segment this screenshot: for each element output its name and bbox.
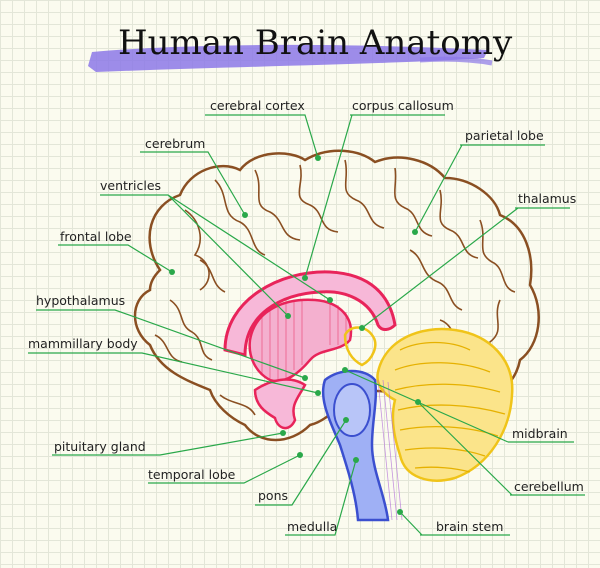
label-cerebrum: cerebrum: [145, 136, 205, 151]
leader-dots: [169, 155, 421, 515]
diagram-title: Human Brain Anatomy: [118, 23, 513, 63]
title-highlight-streak: [419, 56, 493, 66]
label-brain-stem: brain stem: [436, 519, 503, 534]
title-highlight: [88, 44, 488, 72]
label-pons: pons: [258, 488, 288, 503]
gyri-folds: [154, 159, 516, 416]
label-ventricles: ventricles: [100, 178, 161, 193]
label-corpus-callosum: corpus callosum: [352, 98, 454, 113]
thalamus-shape: [343, 326, 377, 367]
cerebral-cortex-outline: [133, 149, 540, 442]
label-frontal-lobe: frontal lobe: [60, 229, 132, 244]
hypothalamus-pituitary-shape: [253, 378, 307, 430]
label-pituitary-gland: pituitary gland: [54, 439, 146, 454]
ventricle-shape: [248, 298, 353, 383]
brainstem-shape: [321, 369, 403, 522]
label-cerebellum: cerebellum: [514, 479, 584, 494]
corpus-callosum-shape: [223, 270, 397, 357]
label-cerebral-cortex: cerebral cortex: [210, 98, 305, 113]
label-parietal-lobe: parietal lobe: [465, 128, 544, 143]
label-temporal-lobe: temporal lobe: [148, 467, 236, 482]
label-hypothalamus: hypothalamus: [36, 293, 125, 308]
cerebellum-shape: [376, 327, 514, 482]
leader-lines: [28, 114, 585, 536]
label-midbrain: midbrain: [512, 426, 568, 441]
label-thalamus: thalamus: [518, 191, 576, 206]
label-medulla: medulla: [287, 519, 337, 534]
label-mammillary-body: mammillary body: [28, 336, 138, 351]
